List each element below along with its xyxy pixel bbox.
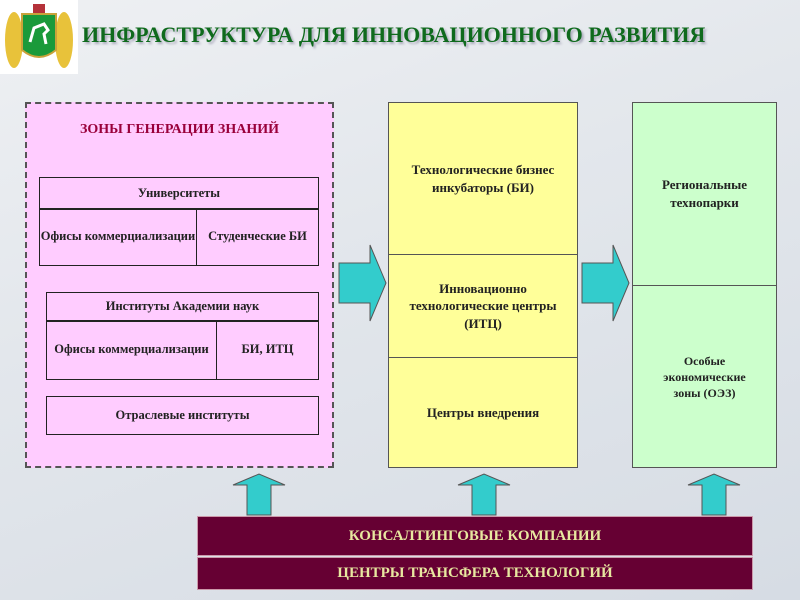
knowledge-zone: ЗОНЫ ГЕНЕРАЦИИ ЗНАНИЙ (25, 102, 334, 468)
regional-technoparks: Региональные технопарки (633, 103, 776, 286)
page-title: ИНФРАСТРУКТУРА ДЛЯ ИННОВАЦИОННОГО РАЗВИТ… (82, 22, 706, 47)
academy-header: Институты Академии наук (46, 292, 319, 322)
up-arrow-icon (232, 473, 286, 516)
academy-bi-itc: БИ, ИТЦ (216, 320, 319, 380)
up-arrow-icon (457, 473, 511, 516)
middle-column: Технологические бизнес инкубаторы (БИ) И… (388, 102, 578, 468)
consulting-companies-bar: КОНСАЛТИНГОВЫЕ КОМПАНИИ (197, 516, 753, 556)
tech-transfer-centers-bar: ЦЕНТРЫ ТРАНСФЕРА ТЕХНОЛОГИЙ (197, 557, 753, 590)
universities-student-bi: Студенческие БИ (196, 208, 319, 266)
right-arrow-icon (581, 244, 630, 322)
up-arrow-icon (687, 473, 741, 516)
right-column: Региональные технопарки Особые экономиче… (632, 102, 777, 468)
business-incubators: Технологические бизнес инкубаторы (БИ) (389, 103, 577, 255)
implementation-centers: Центры внедрения (426, 405, 540, 421)
special-economic-zones: Особые экономические зоны (ОЭЗ) (663, 353, 746, 401)
right-arrow-icon (338, 244, 387, 322)
universities-offices: Офисы коммерциализации (39, 208, 197, 266)
coat-of-arms-logo (0, 0, 78, 74)
knowledge-zone-title: ЗОНЫ ГЕНЕРАЦИИ ЗНАНИЙ (80, 122, 279, 137)
universities-header: Университеты (39, 177, 319, 210)
sector-institutes: Отраслевые институты (46, 396, 319, 435)
academy-offices: Офисы коммерциализации (46, 320, 217, 380)
innovation-tech-centers: Инновационно технологические центры (ИТЦ… (389, 255, 577, 358)
